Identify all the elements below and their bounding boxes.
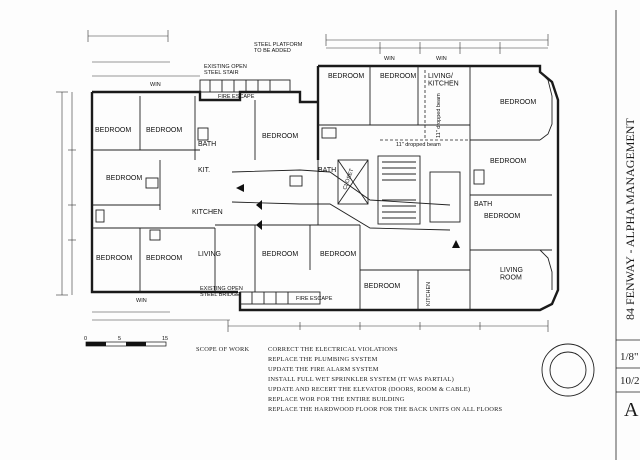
room-label: BEDROOM — [146, 255, 182, 262]
room-label: BEDROOM — [380, 73, 416, 80]
scope-item: UPDATE AND RECERT THE ELEVATOR (DOORS, R… — [268, 386, 470, 393]
window-label: WIN — [436, 56, 447, 62]
interior-walls — [92, 66, 552, 310]
title-block — [615, 10, 640, 460]
room-label: BATH — [198, 141, 216, 148]
room-label: BEDROOM — [328, 73, 364, 80]
room-label: BEDROOM — [484, 213, 520, 220]
project-title: 84 FENWAY - ALPHA MANAGEMENT — [623, 118, 637, 320]
room-label: KITCHEN — [192, 209, 223, 216]
room-label: BEDROOM — [96, 255, 132, 262]
fixtures — [95, 127, 485, 241]
bottom-dimension-lines — [92, 311, 549, 332]
window-label: WIN — [384, 56, 395, 62]
room-label: BEDROOM — [500, 99, 536, 106]
sheet-number: A — [624, 399, 639, 421]
scale-bar — [85, 341, 167, 347]
room-label: KITCHEN — [426, 282, 432, 306]
room-label: BEDROOM — [364, 283, 400, 290]
scale-value: 1/8" — [620, 351, 639, 363]
room-label: BEDROOM — [95, 127, 131, 134]
scope-title: SCOPE OF WORK — [196, 346, 249, 353]
stair-core — [337, 155, 461, 225]
dropped-beam-lines — [380, 70, 470, 141]
room-label: BATH — [474, 201, 492, 208]
room-label: KIT. — [198, 167, 210, 174]
fire-escape-bottom — [239, 291, 321, 305]
top-dimension-lines — [87, 30, 549, 77]
fire-escape-label: FIRE ESCAPE — [296, 296, 333, 302]
date-value: 10/2 — [620, 375, 640, 387]
room-label: BEDROOM — [262, 133, 298, 140]
room-label: BEDROOM — [490, 158, 526, 165]
scale-label: 15 — [162, 336, 168, 342]
scope-item: REPLACE THE PLUMBING SYSTEM — [268, 356, 378, 363]
scope-item: REPLACE WOR FOR THE ENTIRE BUILDING — [268, 396, 405, 403]
room-label: BEDROOM — [262, 251, 298, 258]
dropped-beam-note: 11" dropped beam — [436, 93, 442, 138]
room-label: BEDROOM — [106, 175, 142, 182]
room-label: BATH — [318, 167, 336, 174]
scale-label: 5 — [118, 336, 121, 342]
exterior-walls — [90, 64, 560, 312]
scope-item: CORRECT THE ELECTRICAL VIOLATIONS — [268, 346, 398, 353]
engineer-stamp — [541, 343, 595, 397]
window-label: WIN — [150, 82, 161, 88]
fire-escape-top — [199, 79, 291, 93]
room-label: BEDROOM — [320, 251, 356, 258]
title-block-text: 84 FENWAY - ALPHA MANAGEMENT 1/8" 10/2 A — [620, 118, 640, 421]
window-label: WIN — [136, 298, 147, 304]
room-label: CLOSET — [342, 167, 355, 190]
left-dimension-lines — [56, 91, 76, 296]
fire-escape-label: FIRE ESCAPE — [218, 94, 255, 100]
room-label: LIVING — [198, 251, 221, 258]
scope-item: UPDATE THE FIRE ALARM SYSTEM — [268, 366, 379, 373]
dropped-beam-note: 11" dropped beam — [396, 142, 441, 148]
scale-label: 0 — [84, 336, 87, 342]
scope-list: CORRECT THE ELECTRICAL VIOLATIONS REPLAC… — [268, 346, 503, 413]
room-label: BEDROOM — [146, 127, 182, 134]
corridor-arrows — [236, 184, 460, 248]
room-label: LIVING/KITCHEN — [428, 73, 459, 88]
scope-item: REPLACE THE HARDWOOD FLOOR FOR THE BACK … — [268, 406, 503, 413]
scope-item: INSTALL FULL WET SPRINKLER SYSTEM (IT WA… — [268, 376, 454, 383]
